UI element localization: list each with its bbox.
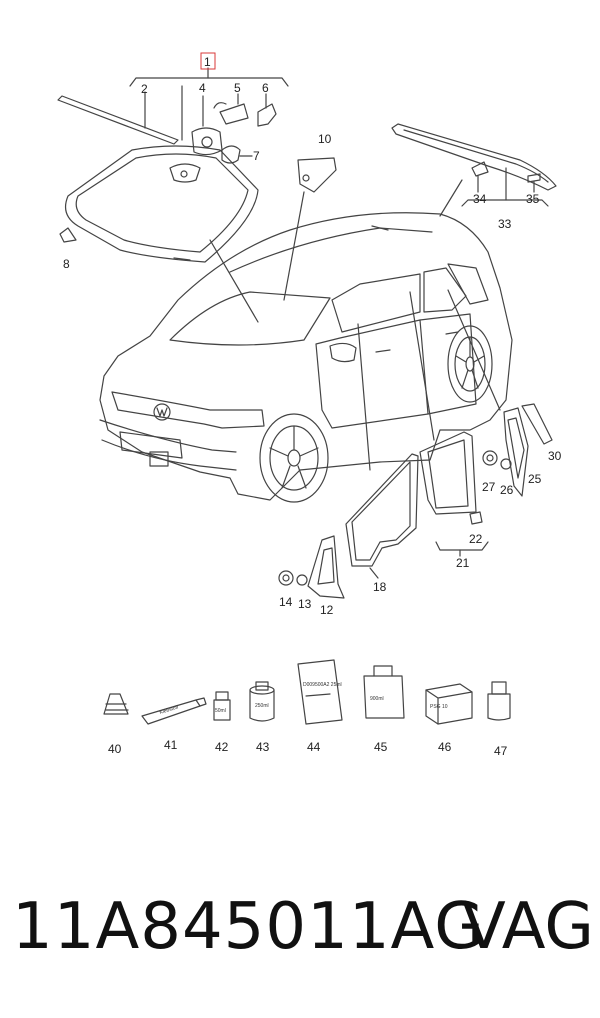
accessories-row <box>103 659 511 725</box>
bottle-42-label: 50ml <box>215 708 226 714</box>
part-35-clip <box>527 173 541 183</box>
highlighted-callout-box <box>200 52 216 70</box>
callout-14: 14 <box>279 595 293 609</box>
car-body <box>99 212 513 503</box>
front-door-glass <box>345 453 419 567</box>
callout-33: 33 <box>498 217 512 231</box>
footer: 11A845011AG VAG <box>0 890 600 1000</box>
callout-43: 43 <box>256 740 270 754</box>
callout-42: 42 <box>215 740 229 754</box>
quarter-glass-30 <box>521 403 553 445</box>
windscreen-trim-strip <box>57 95 179 145</box>
tube-label: Klebstoff <box>159 704 180 716</box>
rear-door-glass-group <box>409 291 489 557</box>
rear-quarter-glass-group <box>447 289 553 497</box>
jug-45-label: 900ml <box>370 696 384 702</box>
callout-22: 22 <box>469 532 483 546</box>
callout-labels: 1 2 4 5 6 7 8 10 33 34 35 30 25 26 27 22… <box>63 55 562 758</box>
windscreen-glass <box>65 145 259 263</box>
rain-sensor-cover <box>191 127 223 156</box>
callout-44: 44 <box>307 740 321 754</box>
callout-18: 18 <box>373 580 387 594</box>
cartridge-47 <box>487 693 511 721</box>
callout-10: 10 <box>318 132 332 146</box>
clip-26 <box>500 458 512 470</box>
mirror-triangle <box>297 157 337 193</box>
parts-diagram: 1 2 4 5 6 7 8 10 33 34 35 30 25 26 27 22… <box>57 52 562 758</box>
callout-12: 12 <box>320 603 334 617</box>
callout-1: 1 <box>204 55 211 69</box>
part-8 <box>59 227 77 243</box>
box-46 <box>425 683 473 725</box>
callout-30: 30 <box>548 449 562 463</box>
callout-46: 46 <box>438 740 452 754</box>
clip-22 <box>469 511 483 525</box>
rear-window-glass <box>391 123 557 191</box>
callout-40: 40 <box>108 742 122 756</box>
windscreen-group <box>57 67 289 323</box>
rear-window-group <box>391 123 557 217</box>
sensor-7 <box>221 145 241 164</box>
callout-13: 13 <box>298 597 312 611</box>
rear-door-glass <box>419 431 477 515</box>
callout-27: 27 <box>482 480 496 494</box>
vw-logo-icon <box>153 403 171 421</box>
callout-47: 47 <box>494 744 508 758</box>
front-triangle-glass <box>307 535 345 599</box>
callout-26: 26 <box>500 483 514 497</box>
callout-34: 34 <box>473 192 487 206</box>
callout-6: 6 <box>262 81 269 95</box>
callout-41: 41 <box>164 738 178 752</box>
clip-13 <box>296 574 308 586</box>
bag-44 <box>297 659 343 725</box>
sensor-bracket <box>219 103 249 125</box>
quarter-glass-25 <box>503 407 529 497</box>
callout-35: 35 <box>526 192 540 206</box>
part-34-clip <box>471 161 489 177</box>
callout-8: 8 <box>63 257 70 271</box>
grommet-27 <box>482 450 498 466</box>
mirror-triangle-group <box>283 157 337 301</box>
callout-25: 25 <box>528 472 542 486</box>
bag-44-label: D009500A2 25ml <box>303 682 342 688</box>
clip-6 <box>257 103 277 127</box>
package-labels: Klebstoff 50ml 250ml D009500A2 25ml 900m… <box>159 682 448 716</box>
can-43 <box>249 689 275 722</box>
front-door-glass-group <box>278 323 419 599</box>
box-46-label: PSG 10 <box>430 704 448 710</box>
callout-7: 7 <box>253 149 260 163</box>
part-number: 11A845011AG <box>12 890 485 964</box>
nozzle-40 <box>103 693 129 715</box>
callout-21: 21 <box>456 556 470 570</box>
jug-45 <box>363 675 405 719</box>
callout-4: 4 <box>199 81 206 95</box>
callout-2: 2 <box>141 82 148 96</box>
callout-5: 5 <box>234 81 241 95</box>
callout-45: 45 <box>374 740 388 754</box>
grommet-14 <box>278 570 294 586</box>
brand-name: VAG <box>462 890 594 964</box>
can-43-label: 250ml <box>255 703 269 709</box>
